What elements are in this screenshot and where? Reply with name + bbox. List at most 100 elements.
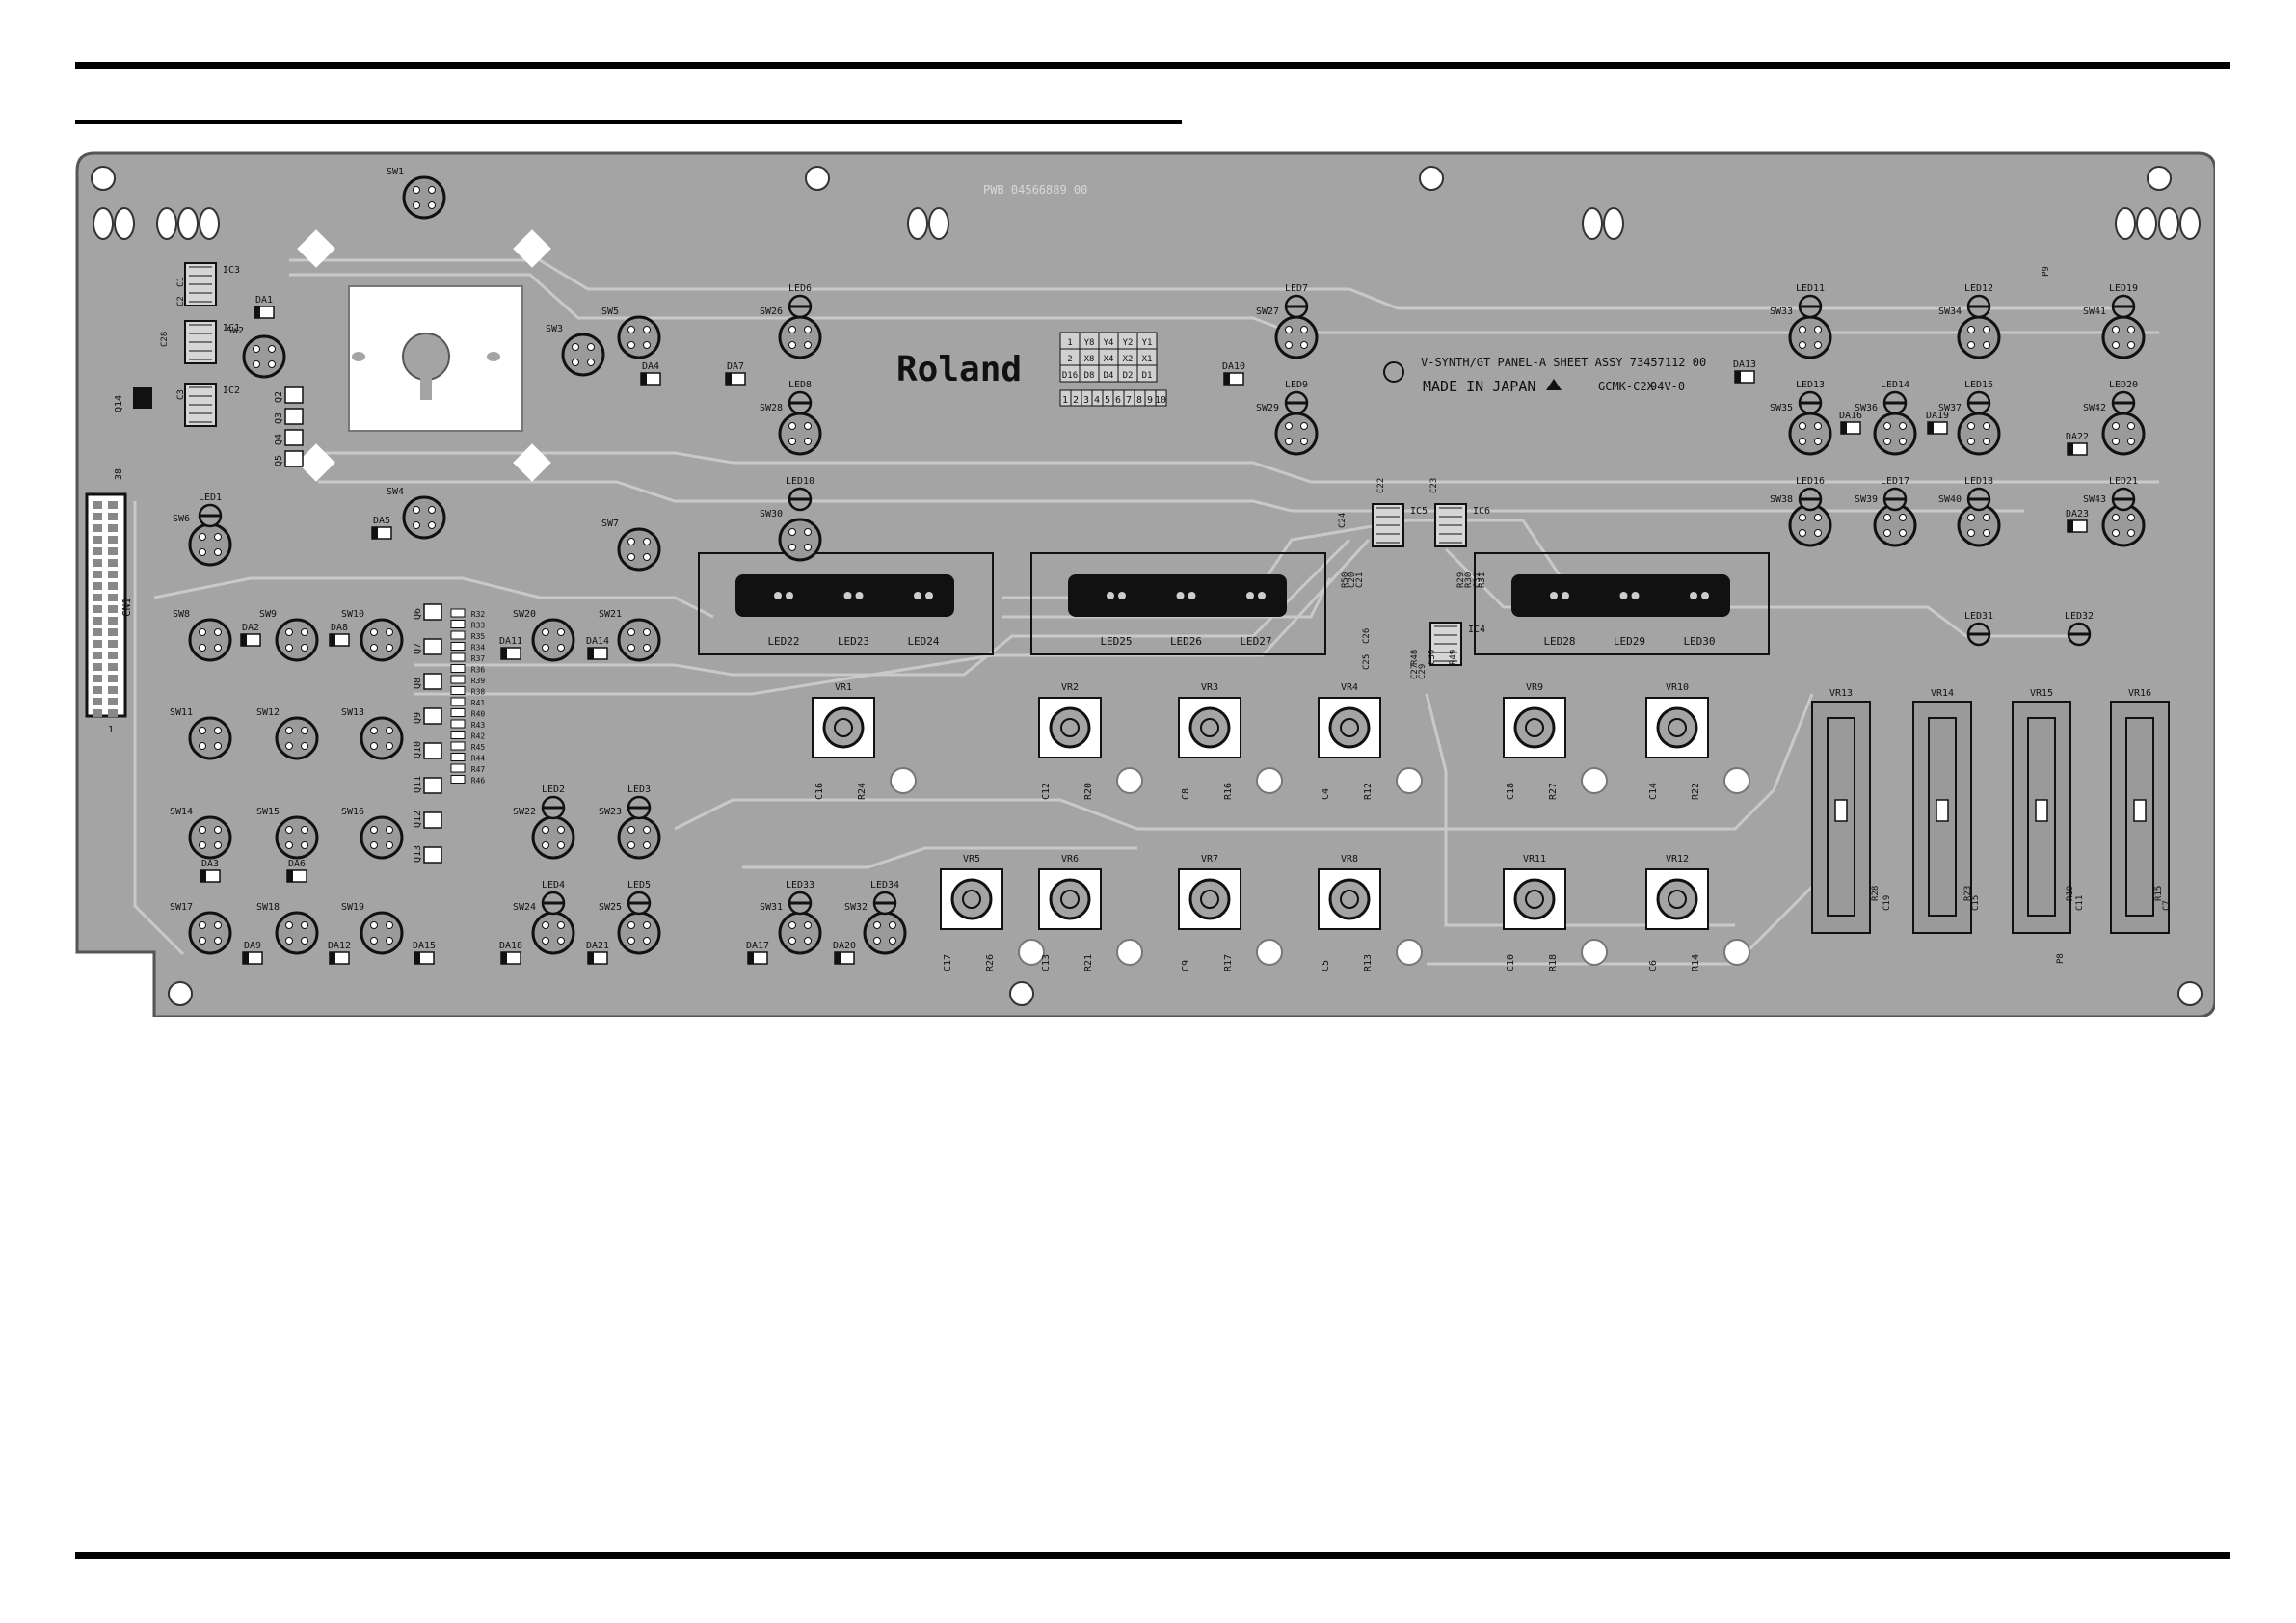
pot-shaft: [1049, 706, 1091, 749]
trace-4: [318, 480, 2024, 513]
pot-label: VR9: [1526, 682, 1543, 693]
switch-sw14: [188, 815, 232, 860]
switch-sw13: [360, 716, 404, 760]
ic-label: IC6: [1473, 506, 1490, 517]
switch-sw9: [275, 618, 319, 662]
switch-pin: [214, 937, 222, 945]
transistor-label: Q10: [413, 741, 423, 758]
resistor-r45: [450, 741, 466, 751]
resistor-r32: [450, 608, 466, 618]
switch-pin: [804, 438, 812, 445]
resistor-label: R33: [471, 622, 486, 630]
switch-pin: [285, 826, 293, 834]
switch-pin: [1814, 326, 1822, 333]
switch-pin: [804, 544, 812, 551]
connector-pin: [93, 686, 102, 694]
pot-res-label: R21: [1083, 954, 1094, 971]
switch-label: SW36: [1855, 403, 1878, 413]
switch-pin: [214, 533, 222, 541]
pot-res-label: R27: [1548, 783, 1559, 800]
switch-sw36: [1873, 412, 1917, 456]
diode-label: DA4: [642, 361, 659, 372]
switch-pin: [643, 341, 651, 349]
trace-11: [1444, 547, 2079, 638]
pot-center: [962, 890, 981, 909]
resistor-label: R36: [471, 666, 486, 675]
switch-pin: [214, 727, 222, 734]
display-led-label: LED25: [1100, 635, 1132, 648]
component-label: C28: [160, 332, 170, 347]
switch-pin: [627, 937, 635, 945]
diode-band: [200, 870, 206, 882]
led-label: LED2: [542, 785, 565, 795]
diode-band: [330, 634, 335, 646]
diode-band: [414, 952, 420, 964]
transistor-q6: [423, 603, 442, 621]
switch-sw12: [275, 716, 319, 760]
led-label: LED32: [2065, 611, 2094, 622]
resistor-r37: [450, 652, 466, 662]
switch-pin: [1285, 438, 1293, 445]
switch-label: SW5: [601, 306, 619, 317]
pot-cap-label: C13: [1041, 954, 1052, 971]
switch-pin: [199, 826, 206, 834]
switch-pin: [2127, 438, 2135, 445]
diode-label: DA7: [727, 361, 744, 372]
connector-pin: [93, 605, 102, 613]
switch-sw32: [863, 911, 907, 955]
switch-label: SW12: [256, 707, 280, 718]
transistor-label: Q9: [413, 712, 423, 724]
switch-pin: [788, 422, 796, 430]
trace-12: [674, 798, 1427, 831]
display-3-outline: [1474, 552, 1770, 655]
switch-pin: [889, 921, 896, 929]
switch-pin: [2112, 326, 2120, 333]
trace-16: [1427, 885, 1814, 966]
pot-mount-hole: [1581, 767, 1608, 794]
display-led-label: LED27: [1240, 635, 1271, 648]
encoder-key: [420, 371, 432, 400]
switch-pin: [1983, 422, 1990, 430]
resistor-label: R37: [471, 654, 486, 663]
component-label: C22: [1376, 478, 1386, 493]
switch-sw30: [778, 518, 822, 562]
switch-label: SW41: [2083, 306, 2106, 317]
switch-sw23: [617, 815, 661, 860]
pot-res-label: R20: [1083, 783, 1094, 800]
pot-label: VR3: [1201, 682, 1218, 693]
rev-digit-cell: [1155, 389, 1167, 407]
trace-15: [742, 846, 1137, 869]
switch-label: SW21: [599, 609, 622, 620]
resistor-r33: [450, 620, 466, 628]
switch-pin: [542, 628, 549, 636]
switch-pin: [889, 937, 896, 945]
switch-pin: [627, 644, 635, 652]
switch-label: SW7: [601, 519, 619, 529]
resistor-label: R39: [471, 677, 486, 685]
switch-pin: [1899, 438, 1907, 445]
resistor-label: R42: [471, 732, 486, 741]
switch-pin: [1899, 529, 1907, 537]
connector-pin: [108, 628, 118, 636]
switch-pin: [386, 937, 393, 945]
rev-table-text: X2: [1123, 355, 1134, 364]
led-label: LED13: [1796, 380, 1825, 390]
rev-digit-text: 10: [1155, 395, 1166, 406]
connector-pin: [108, 605, 118, 613]
resistor-label: R43: [471, 721, 486, 730]
switch-label: SW3: [546, 324, 563, 334]
pot-shaft: [1513, 878, 1556, 920]
diode-label: DA15: [413, 941, 436, 951]
diode-label: DA13: [1733, 359, 1756, 370]
switch-pin: [386, 727, 393, 734]
top-rule-thin: [75, 120, 1182, 124]
pot-label: VR1: [835, 682, 852, 693]
display-1-outline: [698, 552, 994, 655]
slot-hole: [928, 207, 949, 240]
switch-sw35: [1788, 412, 1832, 456]
transistor-q4: [284, 429, 304, 446]
component-label: C29: [1418, 664, 1428, 679]
switch-sw24: [531, 911, 575, 955]
diode-band: [588, 648, 594, 659]
fader-label: VR16: [2128, 688, 2151, 699]
